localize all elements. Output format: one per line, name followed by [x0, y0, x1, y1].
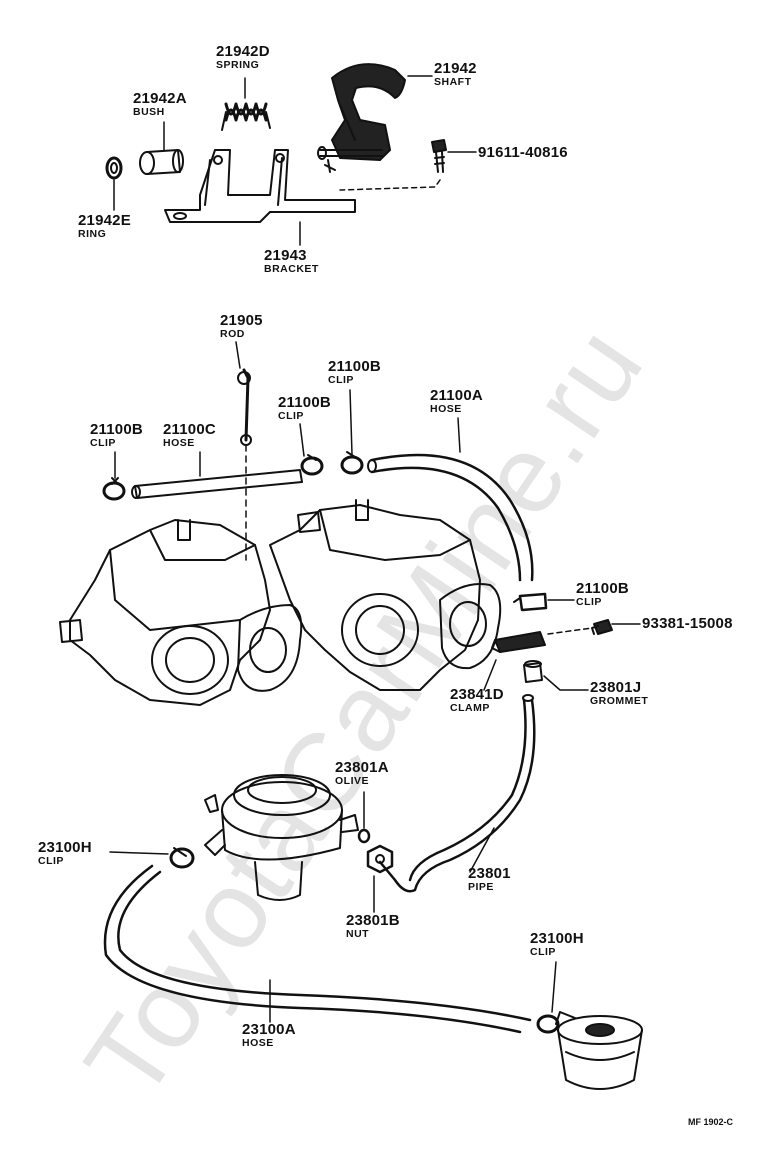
part-label-93381-15008: 93381-15008	[642, 615, 733, 632]
bush-drawing	[139, 149, 184, 175]
bolt-93381	[591, 619, 613, 635]
clip-23100h-right	[536, 1014, 560, 1034]
clamp-drawing	[491, 631, 546, 653]
clip-mid2	[340, 451, 364, 475]
clip-right	[513, 592, 548, 612]
clip-23100h-left	[169, 847, 195, 869]
hose-21100a	[367, 453, 534, 582]
hose-23100a	[103, 864, 532, 1034]
carburetor-right	[269, 499, 502, 691]
fuel-filter-drawing	[555, 1011, 643, 1090]
grommet-drawing	[523, 660, 543, 683]
ring-drawing	[105, 156, 123, 180]
nut-drawing	[366, 844, 394, 874]
fuel-pump-drawing	[204, 774, 359, 901]
clip-left	[102, 477, 126, 501]
spring-drawing	[221, 102, 271, 131]
rod-drawing	[237, 368, 252, 561]
bolt-drawing	[431, 139, 447, 173]
bracket-drawing	[164, 149, 356, 223]
shaft-drawing	[317, 63, 406, 173]
carburetor-left	[59, 519, 303, 706]
figure-reference: MF 1902-C	[688, 1117, 734, 1127]
pipe-23801	[378, 694, 536, 893]
clip-mid1	[300, 454, 324, 476]
olive-drawing	[357, 828, 371, 844]
part-label-91611-40816: 91611-40816	[478, 144, 568, 161]
hose-21100c	[131, 469, 303, 499]
